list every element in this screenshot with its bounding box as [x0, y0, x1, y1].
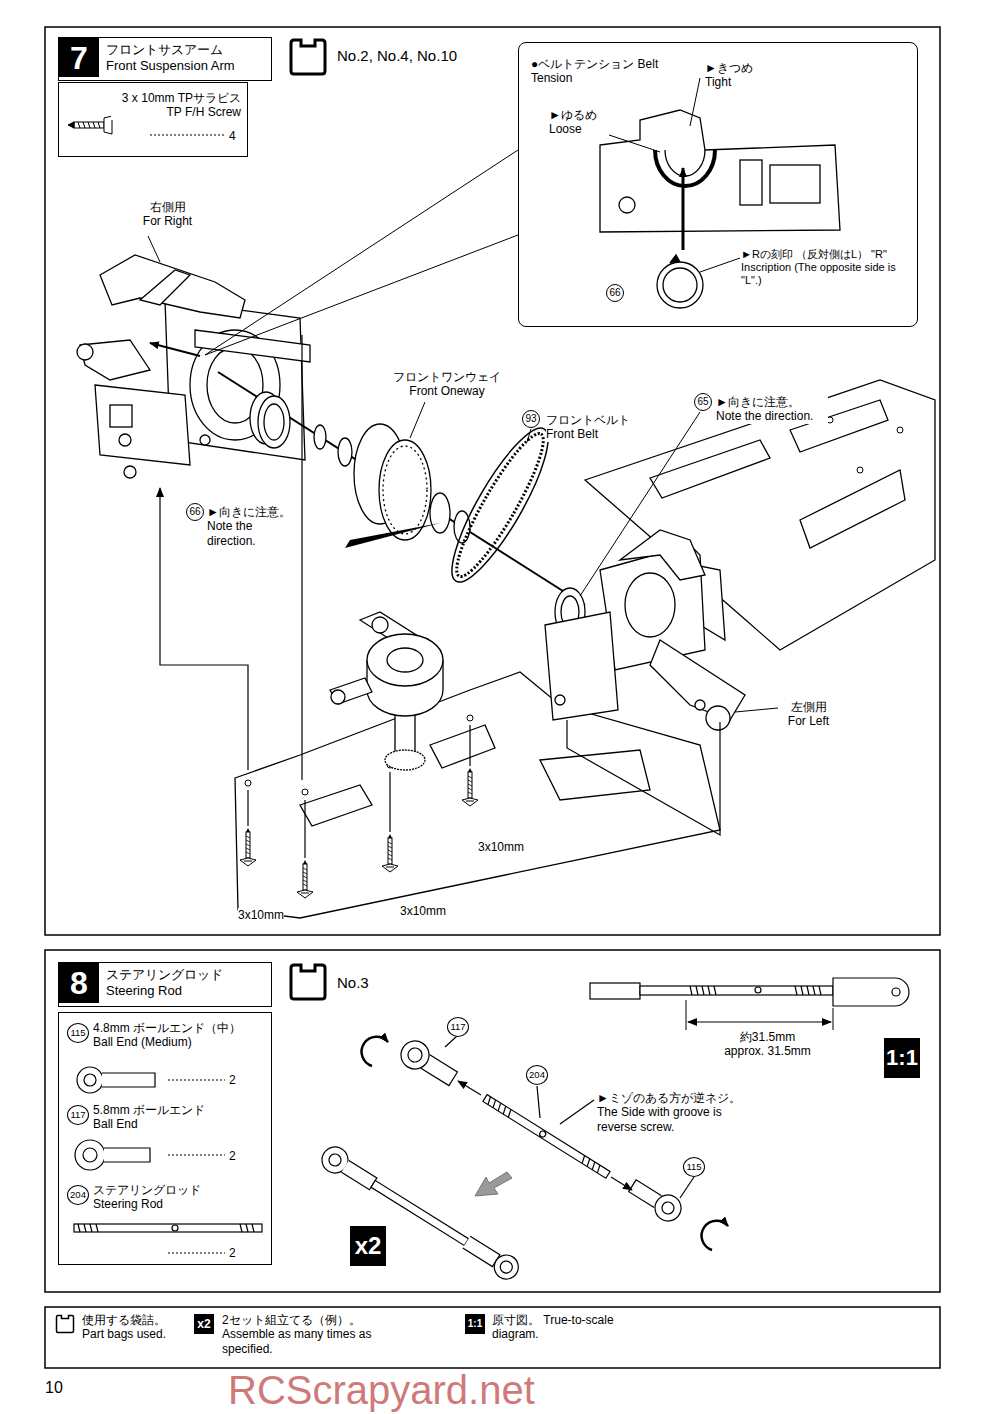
step-number: 8 — [59, 963, 99, 1003]
callout-number: 93 — [522, 410, 540, 428]
callout-number: 66 — [186, 503, 204, 521]
callout-number: 117 — [67, 1105, 89, 1125]
callout-number: 65 — [694, 393, 712, 411]
callout-number: 115 — [67, 1023, 89, 1043]
callout-number: 204 — [526, 1065, 548, 1085]
note: ►Rの刻印 （反対側はL） "R" Inscription (The oppos… — [741, 248, 913, 288]
dimension: 3x10mm — [238, 908, 284, 922]
part-label: フロントベルト Front Belt — [546, 413, 638, 442]
note: ►向きに注意。 Note the direction. — [207, 505, 297, 548]
repeat-icon: x2 — [194, 1314, 214, 1334]
step-title: ステアリングロッド Steering Rod — [106, 967, 246, 998]
dimension: 約31.5mm approx. 31.5mm — [720, 1030, 815, 1059]
watermark: RCScrapyard.net — [228, 1370, 535, 1410]
callout-number: 117 — [447, 1017, 469, 1037]
part-quantity: 2 — [229, 1246, 243, 1260]
part-name: 3 x 10mm TPサラビス TP F/H Screw — [111, 91, 241, 120]
dimension: 3x10mm — [400, 904, 446, 918]
part-name: 4.8mm ボールエンド（中） Ball End (Medium) — [93, 1021, 258, 1050]
callout-number: 115 — [683, 1157, 705, 1177]
callout-number: 204 — [67, 1185, 89, 1205]
bag-number: No.2, No.4, No.10 — [288, 37, 498, 77]
part-name: ステアリングロッド Steering Rod — [93, 1183, 233, 1212]
parts-list: 1154.8mm ボールエンド（中） Ball End (Medium) 2 117… — [58, 1012, 272, 1265]
step-title: フロントサスアーム Front Suspension Arm — [106, 42, 251, 73]
note: ►ゆるめ Loose — [549, 108, 609, 137]
legend-text: 2セット組立てる（例）。 Assemble as many times as s… — [222, 1313, 372, 1356]
legend-text: 使用する袋詰。 Part bags used. — [82, 1313, 187, 1342]
scale-icon: 1:1 — [465, 1314, 485, 1334]
legend-text: 原寸図。 True-to-scale diagram. — [492, 1313, 632, 1342]
note: ►向きに注意。 Note the direction. — [716, 395, 828, 424]
dimension: 3x10mm — [478, 840, 524, 854]
repeat-icon: x2 — [350, 1226, 386, 1266]
part-label: 左側用 For Left — [781, 700, 836, 729]
part-label: 右側用 For Right — [140, 200, 195, 229]
bag-number: No.3 — [288, 962, 418, 1002]
part-name: 5.8mm ボールエンド Ball End — [93, 1103, 223, 1132]
step-number: 7 — [59, 38, 99, 77]
step-header: 8ステアリングロッド Steering Rod — [58, 962, 272, 1007]
inset-box: ●ベルトテンション Belt Tension ►きつめ Tight ►ゆるめ Loo… — [518, 42, 918, 327]
part-quantity: 2 — [229, 1149, 243, 1163]
note: ►きつめ Tight — [705, 61, 765, 90]
bag-label: No.3 — [337, 974, 407, 992]
page-number: 10 — [45, 1378, 63, 1397]
parts-list: 3 x 10mm TPサラビス TP F/H Screw 4 — [58, 82, 248, 157]
callout-number: 66 — [606, 284, 624, 302]
step-header: 7フロントサスアーム Front Suspension Arm — [58, 37, 272, 81]
scale-icon: 1:1 — [884, 1038, 920, 1078]
part-quantity: 2 — [229, 1073, 243, 1087]
part-label: フロントワンウェイ Front Oneway — [388, 370, 506, 399]
bag-label: No.2, No.4, No.10 — [337, 47, 492, 65]
note: ►ミゾのある方が逆ネジ。 The Side with groove is rev… — [597, 1091, 752, 1134]
part-quantity: 4 — [229, 129, 243, 143]
inset-title: ●ベルトテンション Belt Tension — [531, 57, 661, 86]
